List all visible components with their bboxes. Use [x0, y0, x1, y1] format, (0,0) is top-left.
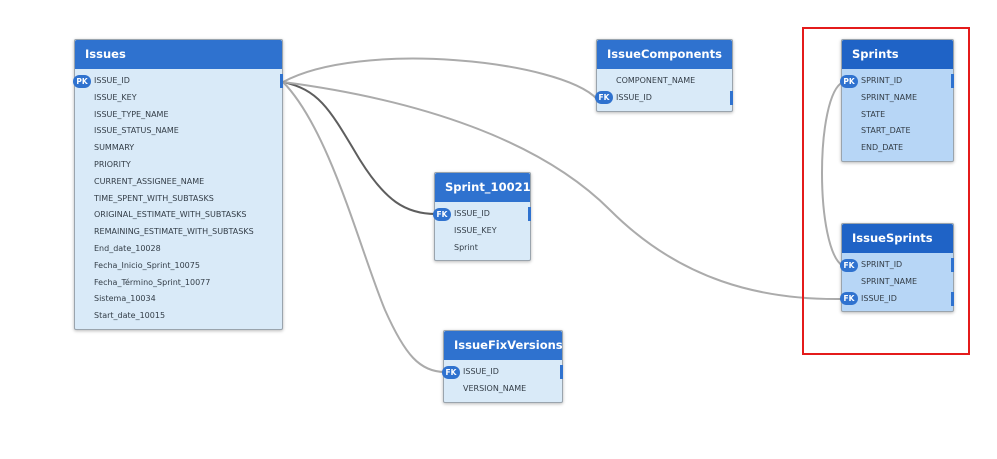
- table-title: Sprint_10021: [435, 173, 531, 202]
- column-name: SPRINT_ID: [861, 76, 903, 85]
- column-issue-type-name[interactable]: ISSUE_TYPE_NAME: [75, 107, 282, 124]
- column-name: SPRINT_NAME: [861, 92, 918, 102]
- primary-key-badge: PK: [73, 74, 91, 88]
- relationship-sprints-issuesprints[interactable]: [821, 81, 844, 267]
- foreign-key-badge: FK: [840, 258, 858, 272]
- column-start-date[interactable]: START_DATE: [842, 123, 953, 140]
- column-name: ISSUE_KEY: [454, 225, 497, 235]
- relationship-issues-sprint10021[interactable]: [282, 81, 437, 215]
- foreign-key-badge: FK: [840, 292, 858, 306]
- column-name: COMPONENT_NAME: [616, 76, 696, 85]
- column-component-name[interactable]: COMPONENT_NAME: [597, 73, 732, 90]
- relationship-issues-issuecomponents[interactable]: [282, 57, 598, 100]
- table-title: IssueSprints: [842, 224, 953, 253]
- column-sprint-name[interactable]: SPRINT_NAME: [842, 274, 953, 291]
- column-summary[interactable]: SUMMARY: [75, 140, 282, 157]
- column-name: Start_date_10015: [94, 311, 166, 321]
- column-original-estimate-with-subtasks[interactable]: ORIGINAL_ESTIMATE_WITH_SUBTASKS: [75, 207, 282, 224]
- column-name: VERSION_NAME: [463, 383, 527, 393]
- column-fecha-inicio-sprint[interactable]: Fecha_Inicio_Sprint_10075: [75, 258, 282, 275]
- table-title: IssueFixVersions: [444, 331, 563, 360]
- column-sprint[interactable]: Sprint: [435, 240, 530, 257]
- column-name: STATE: [861, 109, 886, 119]
- column-end-date[interactable]: End_date_10028: [75, 241, 282, 258]
- foreign-key-badge: FK: [595, 91, 613, 105]
- column-name: ISSUE_ID: [463, 367, 499, 376]
- column-name: Sprint: [454, 242, 478, 252]
- column-name: ISSUE_ID: [861, 293, 897, 303]
- connector-handle[interactable]: [951, 291, 954, 306]
- column-current-assignee-name[interactable]: CURRENT_ASSIGNEE_NAME: [75, 174, 282, 191]
- column-name: ISSUE_ID: [94, 76, 130, 85]
- column-name: SPRINT_ID: [861, 260, 903, 269]
- column-time-spent-with-subtasks[interactable]: TIME_SPENT_WITH_SUBTASKS: [75, 191, 282, 208]
- column-name: SPRINT_NAME: [861, 276, 918, 286]
- table-title: Issues: [75, 40, 282, 69]
- column-name: TIME_SPENT_WITH_SUBTASKS: [94, 193, 214, 203]
- foreign-key-badge: FK: [442, 365, 460, 379]
- column-name: ORIGINAL_ESTIMATE_WITH_SUBTASKS: [94, 210, 247, 220]
- relationship-issues-issuefixversions[interactable]: [282, 81, 446, 373]
- table-title: Sprints: [842, 40, 953, 69]
- column-name: START_DATE: [861, 126, 911, 136]
- column-name: REMAINING_ESTIMATE_WITH_SUBTASKS: [94, 227, 254, 237]
- relationship-issues-issuesprints[interactable]: [282, 81, 843, 301]
- column-end-date[interactable]: END_DATE: [842, 140, 953, 157]
- connector-handle[interactable]: [560, 365, 563, 379]
- column-name: PRIORITY: [94, 159, 131, 169]
- column-sprint-name[interactable]: SPRINT_NAME: [842, 90, 953, 107]
- column-name: SUMMARY: [94, 143, 135, 153]
- column-name: END_DATE: [861, 143, 904, 153]
- connector-handle[interactable]: [951, 74, 954, 88]
- connector-handle[interactable]: [730, 90, 733, 105]
- column-start-date[interactable]: Start_date_10015: [75, 308, 282, 325]
- connector-handle[interactable]: [528, 207, 531, 221]
- column-name: ISSUE_TYPE_NAME: [94, 109, 169, 119]
- column-name: End_date_10028: [94, 243, 161, 253]
- column-name: Fecha_Término_Sprint_10077: [94, 277, 211, 287]
- column-fecha-termino-sprint[interactable]: Fecha_Término_Sprint_10077: [75, 275, 282, 292]
- table-title: IssueComponents: [597, 40, 732, 69]
- column-name: ISSUE_ID: [454, 209, 490, 218]
- column-issue-key[interactable]: ISSUE_KEY: [435, 223, 530, 240]
- connector-handle[interactable]: [951, 258, 954, 272]
- column-name: ISSUE_STATUS_NAME: [94, 126, 179, 136]
- column-name: ISSUE_ID: [616, 92, 652, 102]
- column-name: CURRENT_ASSIGNEE_NAME: [94, 176, 205, 186]
- column-issue-status-name[interactable]: ISSUE_STATUS_NAME: [75, 123, 282, 140]
- column-state[interactable]: STATE: [842, 107, 953, 124]
- column-issue-key[interactable]: ISSUE_KEY: [75, 90, 282, 107]
- column-name: Sistema_10034: [94, 294, 156, 304]
- column-version-name[interactable]: VERSION_NAME: [444, 381, 562, 398]
- column-remaining-estimate-with-subtasks[interactable]: REMAINING_ESTIMATE_WITH_SUBTASKS: [75, 224, 282, 241]
- connector-handle[interactable]: [280, 74, 283, 88]
- column-priority[interactable]: PRIORITY: [75, 157, 282, 174]
- primary-key-badge: PK: [840, 74, 858, 88]
- foreign-key-badge: FK: [433, 207, 451, 221]
- column-name: Fecha_Inicio_Sprint_10075: [94, 260, 200, 270]
- column-name: ISSUE_KEY: [94, 92, 137, 102]
- column-sistema[interactable]: Sistema_10034: [75, 291, 282, 308]
